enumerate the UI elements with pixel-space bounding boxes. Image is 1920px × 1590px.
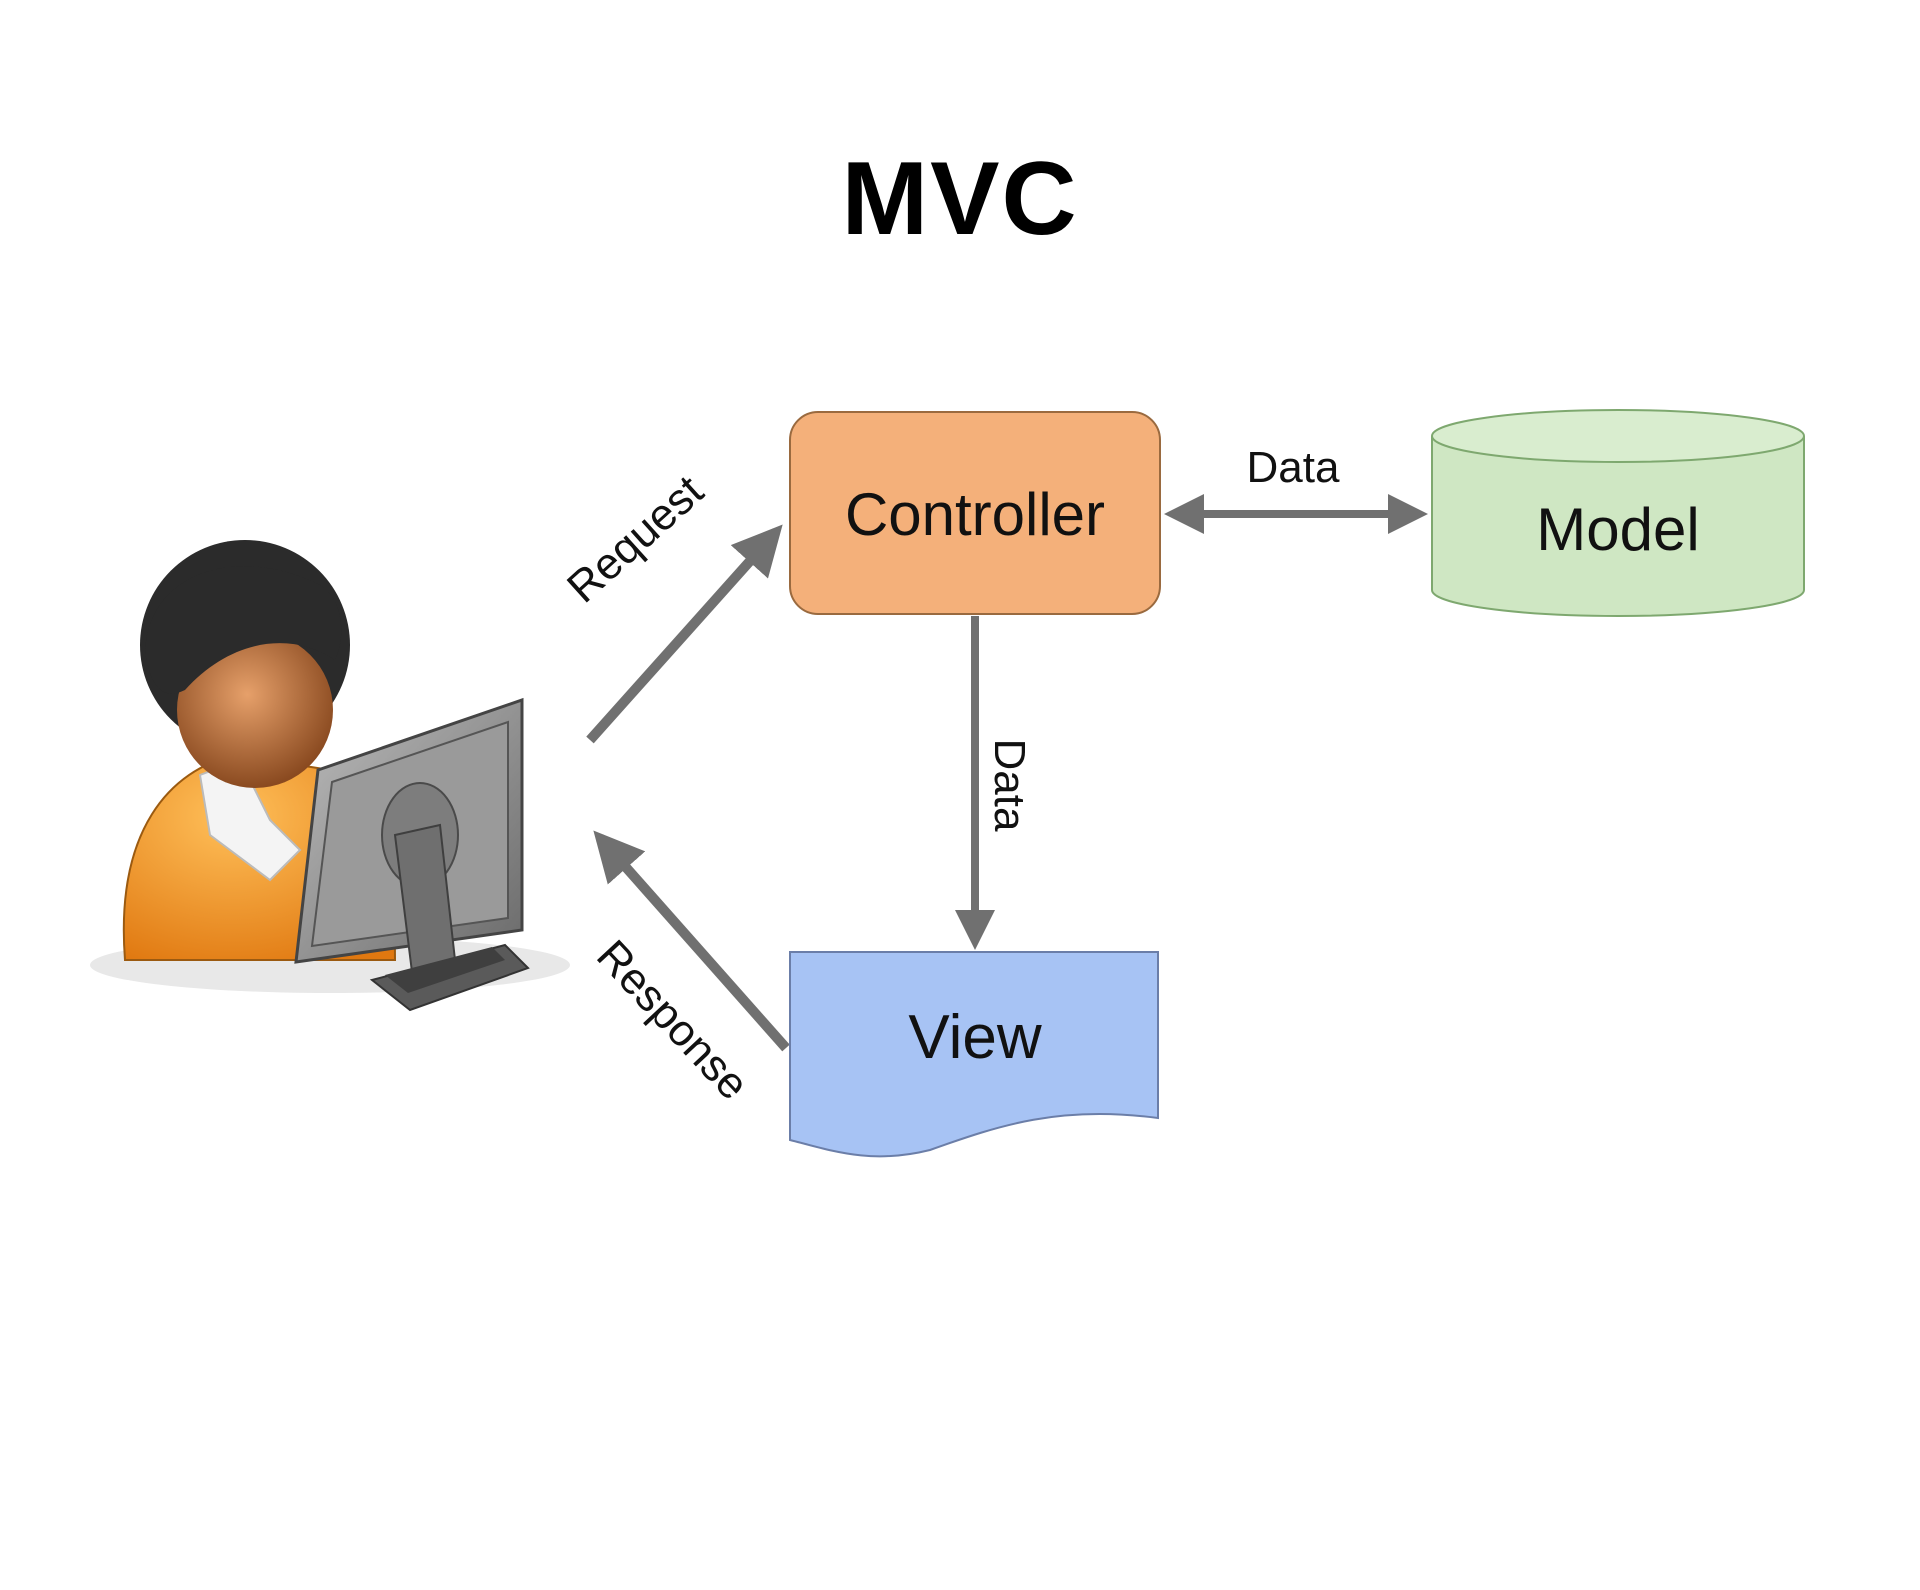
view-node: View xyxy=(789,951,1159,1158)
view-document-shape xyxy=(789,951,1159,1158)
user-hair-top xyxy=(145,566,342,694)
model-node: Model xyxy=(1431,409,1805,617)
view-label: View xyxy=(908,1003,1041,1072)
computer-monitor-icon xyxy=(294,697,530,1012)
controller-view-data-label: Data xyxy=(985,739,1034,832)
request-label: Request xyxy=(558,466,713,612)
diagram-title: MVC xyxy=(841,141,1079,257)
request-arrow xyxy=(586,524,783,744)
response-label: Response xyxy=(587,931,758,1109)
model-cylinder-top xyxy=(1431,409,1805,463)
controller-box xyxy=(789,411,1161,615)
response-arrow xyxy=(593,830,790,1052)
model-label: Model xyxy=(1536,496,1699,563)
model-cylinder-body xyxy=(1431,436,1805,617)
user-at-computer-icon xyxy=(90,540,570,1012)
controller-model-data-label: Data xyxy=(1247,443,1340,492)
controller-node: Controller xyxy=(789,411,1161,615)
user-face xyxy=(177,632,333,788)
controller-label: Controller xyxy=(845,481,1105,548)
monitor-base-top xyxy=(385,947,505,993)
